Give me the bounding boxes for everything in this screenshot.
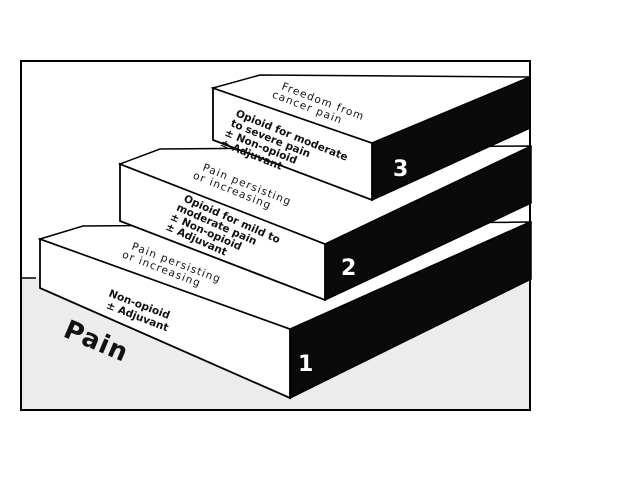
step-3-top <box>210 74 531 144</box>
step-1-number: 1 <box>298 352 313 377</box>
step-2-number: 2 <box>341 256 356 281</box>
step-3-block <box>210 74 531 202</box>
step-3-number: 3 <box>393 157 408 182</box>
